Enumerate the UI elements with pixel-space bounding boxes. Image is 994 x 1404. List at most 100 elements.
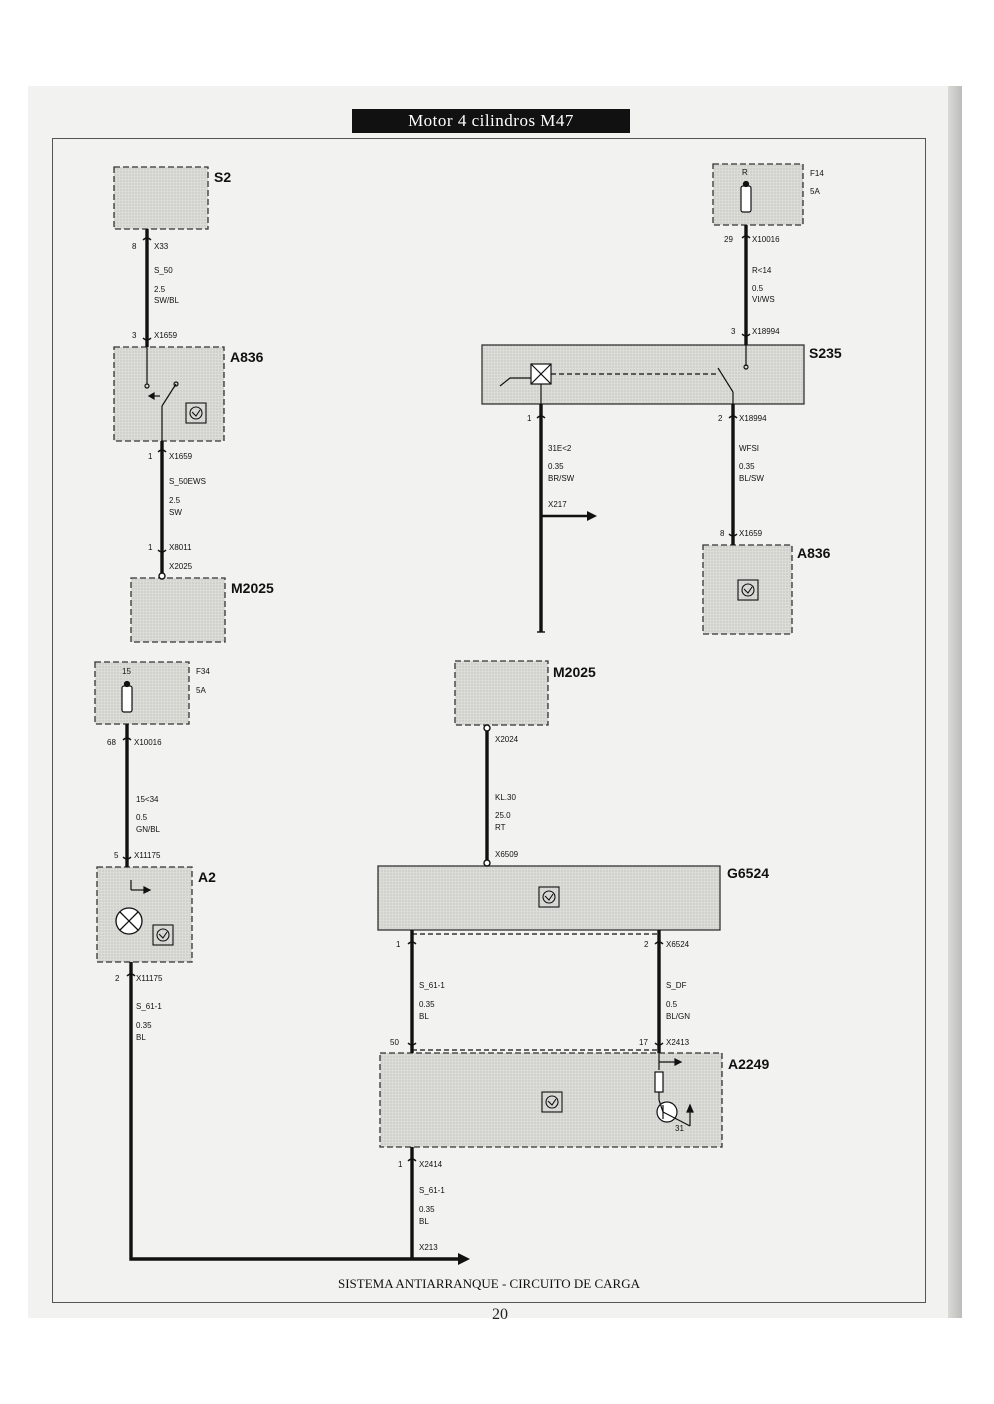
page-number: 20 (492, 1306, 508, 1323)
w8-conn-top: X2024 (495, 735, 519, 744)
w11-size: 0.35 (419, 1205, 435, 1214)
w5-signal: WFSI (739, 444, 759, 453)
w8-color: RT (495, 823, 506, 832)
a836-right-box (702, 544, 793, 635)
f34-label: F34 (196, 667, 210, 676)
w9-color: BL (419, 1012, 429, 1021)
connector-x2024 (483, 724, 491, 732)
w3-conn-bot: X18994 (752, 327, 780, 336)
arrow-right-icon (130, 880, 152, 894)
w4-color: BR/SW (548, 474, 575, 483)
f34-amp: 5A (196, 686, 206, 695)
w1-conn-bot: X1659 (154, 331, 178, 340)
w4-pin-top: 1 (527, 414, 532, 423)
a2249-ground: 31 (675, 1124, 684, 1133)
w3-size: 0.5 (752, 284, 764, 293)
w9-signal: S_61-1 (419, 981, 445, 990)
w1-conn-top: X33 (154, 242, 169, 251)
f14-amp: 5A (810, 187, 820, 196)
transistor-icon (654, 1053, 694, 1127)
g6524-label: G6524 (727, 865, 769, 881)
w10-conn-bot: X2413 (666, 1038, 690, 1047)
f14-pin: R (742, 168, 748, 177)
control-unit-icon-g6524 (538, 886, 560, 908)
wire-7 (129, 962, 458, 1261)
w4-size: 0.35 (548, 462, 564, 471)
w11-conn-arrow: X213 (419, 1243, 438, 1252)
f34-pin: 15 (122, 667, 131, 676)
relay-icon (499, 345, 749, 404)
w1-color: SW/BL (154, 296, 179, 305)
w5-size: 0.35 (739, 462, 755, 471)
a2-box (96, 866, 193, 963)
w9-pin-top: 1 (396, 940, 401, 949)
x213-arrow-icon (458, 1253, 470, 1265)
s235-label: S235 (809, 345, 842, 361)
w2-color: SW (169, 508, 182, 517)
s2-box (113, 166, 209, 230)
w7-pin-top: 2 (115, 974, 120, 983)
w6-pin-bot: 5 (114, 851, 119, 860)
w10-pin-bot: 17 (639, 1038, 648, 1047)
w3-signal: R<14 (752, 266, 772, 275)
w2-pin-top: 1 (148, 452, 153, 461)
w6-conn-bot: X11175 (134, 851, 161, 860)
w1-signal: S_50 (154, 266, 173, 275)
a2249-label: A2249 (728, 1056, 769, 1072)
w2-conn-top: X1659 (169, 452, 193, 461)
a2-label: A2 (198, 869, 216, 885)
f14-label: F14 (810, 169, 824, 178)
f34-box (94, 661, 190, 725)
fuse-icon (740, 180, 752, 213)
w9-pin-bot: 50 (390, 1038, 399, 1047)
w6-color: GN/BL (136, 825, 161, 834)
w6-pin-top: 68 (107, 738, 116, 747)
w7-color: BL (136, 1033, 146, 1042)
page-header: Motor 4 cilindros M47 (352, 109, 630, 133)
w4-signal: 31E<2 (548, 444, 572, 453)
w6-conn-top: X10016 (134, 738, 162, 747)
w6-size: 0.5 (136, 813, 148, 822)
w11-color: BL (419, 1217, 429, 1226)
w5-conn-bot: X1659 (739, 529, 763, 538)
w10-signal: S_DF (666, 981, 687, 990)
w10-pin-top: 2 (644, 940, 649, 949)
w10-color: BL/GN (666, 1012, 690, 1021)
control-unit-icon (185, 402, 207, 424)
fuse-icon-f34 (121, 680, 133, 713)
w2-signal: S_50EWS (169, 477, 206, 486)
a836-right-label: A836 (797, 545, 831, 561)
w8-signal: KL.30 (495, 793, 516, 802)
w1-pin-top: 8 (132, 242, 137, 251)
diagram-frame (52, 138, 926, 1303)
w3-pin-bot: 3 (731, 327, 736, 336)
x217-arrow-icon (587, 511, 597, 521)
connector-x2025 (158, 572, 166, 580)
w7-signal: S_61-1 (136, 1002, 162, 1011)
w8-size: 25.0 (495, 811, 511, 820)
w11-pin-top: 1 (398, 1160, 403, 1169)
w7-conn-top: X11175 (136, 974, 163, 983)
wire-paths (125, 225, 748, 1261)
diagram-caption: SISTEMA ANTIARRANQUE - CIRCUITO DE CARGA (337, 1276, 641, 1291)
w5-pin-top: 2 (718, 414, 723, 423)
w6-signal: 15<34 (136, 795, 159, 804)
s2-label: S2 (214, 169, 231, 185)
w5-color: BL/SW (739, 474, 764, 483)
control-unit-icon-a2 (152, 924, 174, 946)
w10-conn-top: X6524 (666, 940, 690, 949)
connector-x6509 (483, 859, 491, 867)
f14-box (712, 163, 804, 226)
w3-color: VI/WS (752, 295, 775, 304)
g6524-box (377, 865, 721, 931)
w11-conn-top: X2414 (419, 1160, 443, 1169)
a2249-box (379, 1052, 723, 1148)
control-unit-icon-a2249 (541, 1091, 563, 1113)
w1-pin-bot: 3 (132, 331, 137, 340)
a836-top-label: A836 (230, 349, 264, 365)
w8-conn-bot: X6509 (495, 850, 519, 859)
w4-conn-arrow: X217 (548, 500, 567, 509)
w11-signal: S_61-1 (419, 1186, 445, 1195)
